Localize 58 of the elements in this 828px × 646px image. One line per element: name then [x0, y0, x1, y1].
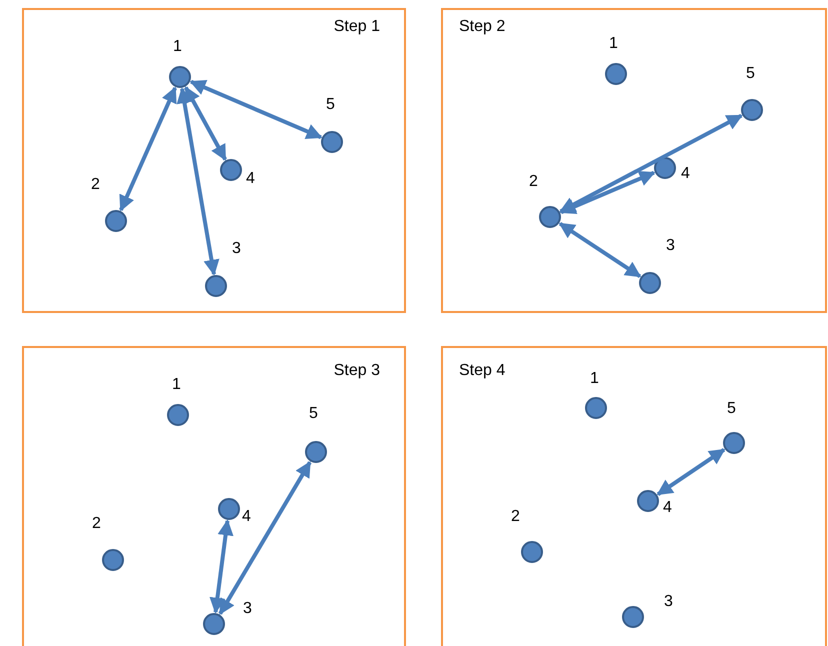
node-circle	[741, 99, 763, 121]
node-number: 5	[746, 65, 755, 83]
node-circle	[169, 66, 191, 88]
double-arrow	[119, 86, 177, 212]
node-number: 4	[681, 165, 690, 183]
step-label: Step 3	[334, 362, 380, 380]
double-arrow	[558, 222, 642, 278]
node-number: 2	[91, 176, 100, 194]
node-circle	[203, 613, 225, 635]
node-number: 1	[173, 38, 182, 56]
double-arrow	[560, 170, 656, 214]
node-circle	[723, 432, 745, 454]
node-circle	[218, 498, 240, 520]
step-panel	[441, 8, 827, 313]
node-circle	[105, 210, 127, 232]
step-panel	[22, 346, 406, 646]
node-circle	[585, 397, 607, 419]
node-number: 1	[609, 35, 618, 53]
node-circle	[205, 275, 227, 297]
node-number: 5	[309, 405, 318, 423]
node-circle	[654, 157, 676, 179]
node-number: 2	[511, 508, 520, 526]
node-circle	[521, 541, 543, 563]
node-circle	[622, 606, 644, 628]
double-arrow	[176, 87, 220, 276]
step-panel	[441, 346, 827, 646]
node-circle	[220, 159, 242, 181]
node-number: 1	[172, 376, 181, 394]
double-arrow	[184, 86, 227, 161]
node-number: 1	[590, 370, 599, 388]
node-number: 4	[663, 499, 672, 517]
step-label: Step 4	[459, 362, 506, 380]
node-circle	[639, 272, 661, 294]
node-number: 3	[664, 593, 673, 611]
double-arrow	[656, 448, 726, 496]
node-number: 2	[92, 515, 101, 533]
node-number: 5	[727, 400, 736, 418]
step-label: Step 1	[334, 18, 380, 36]
node-circle	[605, 63, 627, 85]
node-number: 3	[232, 240, 241, 258]
node-circle	[637, 490, 659, 512]
step-panel	[22, 8, 406, 313]
node-circle	[102, 549, 124, 571]
node-number: 3	[243, 600, 252, 618]
step-label: Step 2	[459, 18, 506, 36]
node-number: 4	[246, 170, 255, 188]
node-circle	[167, 404, 189, 426]
double-arrow	[559, 114, 743, 214]
node-number: 2	[529, 173, 538, 191]
double-arrow	[218, 460, 312, 616]
node-number: 3	[666, 237, 675, 255]
double-arrow	[190, 80, 322, 140]
node-number: 4	[242, 508, 251, 526]
node-circle	[321, 131, 343, 153]
node-number: 5	[326, 96, 335, 114]
double-arrow	[209, 519, 234, 614]
node-circle	[305, 441, 327, 463]
node-circle	[539, 206, 561, 228]
